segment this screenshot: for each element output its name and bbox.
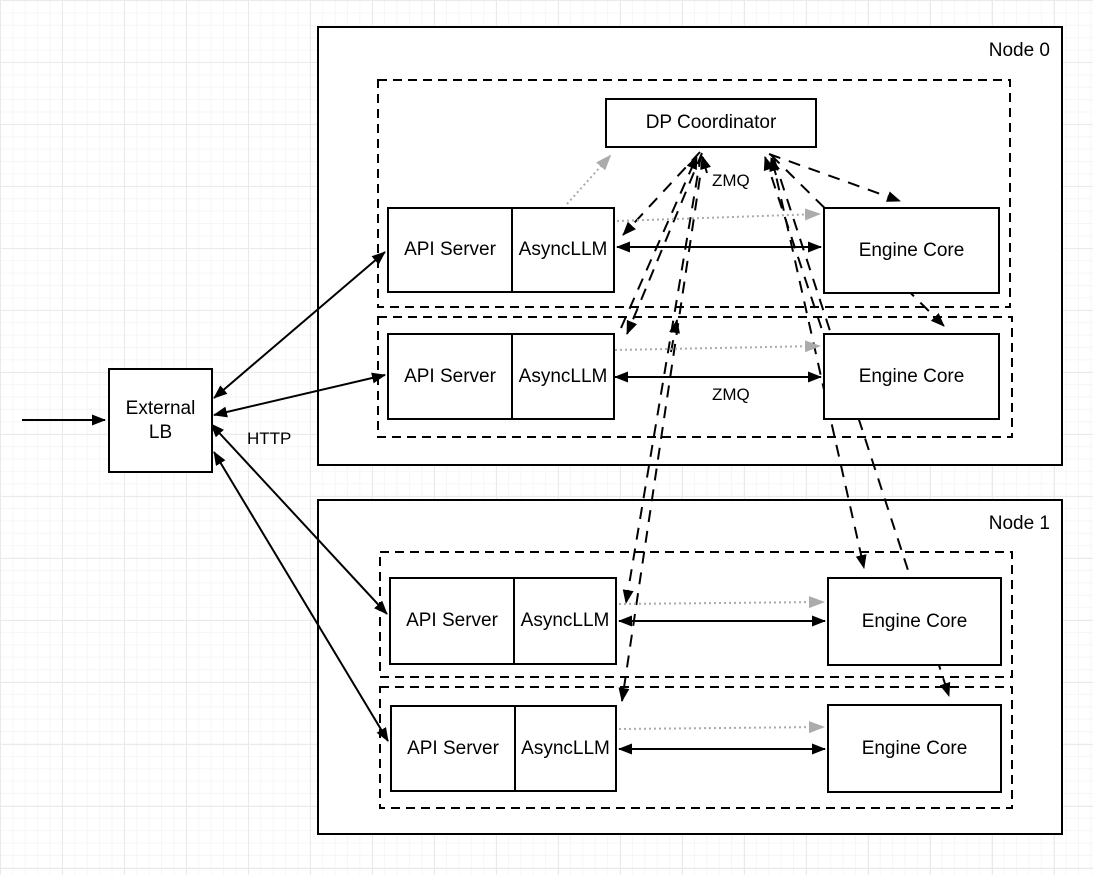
api-server-cell: API Server [392, 707, 516, 790]
api-async-box-node1-row0: API Server AsyncLLM [389, 577, 617, 665]
dp-coordinator-label: DP Coordinator [645, 112, 777, 134]
async-llm-cell: AsyncLLM [518, 365, 608, 387]
async-llm-cell: AsyncLLM [521, 737, 610, 759]
api-async-box-node0-row0: API Server AsyncLLM [387, 207, 615, 293]
external-lb-label-line1: External [125, 397, 196, 419]
api-async-box-node0-row1: API Server AsyncLLM [387, 333, 615, 420]
api-server-cell: API Server [389, 209, 513, 291]
dotted-edges [566, 154, 825, 734]
edge-lb-api1b [213, 451, 389, 742]
node1-row0-group [379, 551, 1013, 678]
engine-core-box-node1-row1: Engine Core [827, 704, 1002, 793]
engine-core-box-node0-row1: Engine Core [823, 333, 1000, 420]
node1-row1-group [379, 686, 1013, 809]
edge-up-into-dp-left [700, 155, 711, 174]
api-async-box-node1-row1: API Server AsyncLLM [390, 705, 617, 792]
edge-async1a-engine1a-dotted [618, 596, 825, 609]
external-lb-label-line2: LB [148, 421, 173, 443]
engine-core-box-node0-row0: Engine Core [823, 207, 1000, 294]
edge-async0a-dp-dotted [566, 154, 612, 205]
async-llm-cell: AsyncLLM [518, 239, 608, 261]
edge-dp-async1b [618, 156, 704, 702]
external-lb-box: External LB [108, 368, 213, 473]
engine-core-label: Engine Core [861, 737, 968, 759]
edge-async0b-dp [620, 155, 698, 329]
engine-core-box-node1-row0: Engine Core [827, 577, 1002, 666]
async-llm-cell: AsyncLLM [520, 610, 610, 632]
zmq-engine-edge-label: ZMQ [712, 385, 750, 404]
edge-dp-engine1a [771, 157, 867, 569]
api-server-cell: API Server [391, 579, 515, 663]
edge-dp-engine0a [768, 153, 901, 202]
http-edge-label: HTTP [247, 429, 292, 448]
edge-dp-async0a [622, 151, 701, 236]
edge-async0b-engine0b-dotted [614, 340, 821, 353]
api-server-cell: API Server [389, 335, 513, 418]
zmq-coordinator-edge-label: ZMQ [712, 171, 750, 190]
node1-label: Node 1 [988, 513, 1050, 534]
dp-coordinator-box: DP Coordinator [605, 98, 817, 148]
edge-async1b-engine1b-dotted [618, 721, 825, 734]
edge-up-into-row0-group [669, 319, 681, 353]
engine-group-frames [377, 79, 1013, 809]
edge-dp-async1a [622, 154, 702, 604]
edge-dp-async0b [626, 152, 703, 335]
edge-lb-api0b [213, 372, 386, 418]
edge-async0a-engine0a-dotted [616, 208, 821, 222]
engine-core-label: Engine Core [858, 239, 965, 261]
node0-row0-group [377, 79, 1011, 308]
solid-edges [22, 241, 826, 755]
engine-core-label: Engine Core [858, 365, 965, 387]
engine-core-label: Engine Core [861, 610, 968, 632]
node0-label: Node 0 [988, 40, 1050, 61]
dashed-edges [618, 151, 951, 702]
